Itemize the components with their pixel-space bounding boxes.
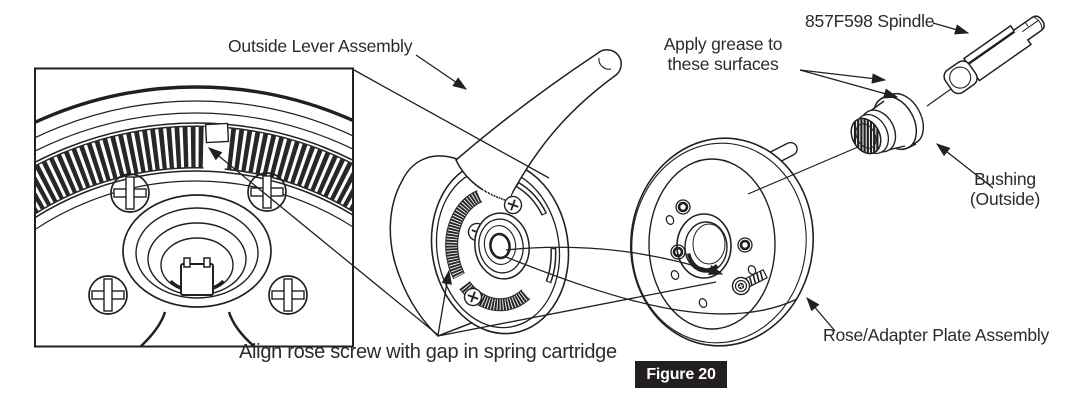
bushing-line2: (Outside)	[969, 189, 1041, 209]
knurl-texture	[853, 116, 879, 156]
assembly-axis-line	[747, 146, 859, 195]
plate-outer-edge	[629, 137, 815, 347]
inset-projection-line-top	[353, 69, 550, 179]
grease-arrow-1	[799, 69, 887, 84]
rose-adapter-plate-drawing	[629, 137, 815, 347]
plate-face	[648, 158, 776, 330]
apply-grease-line1: Apply grease to	[663, 34, 783, 54]
spindle-end-face	[943, 60, 978, 95]
plate-small-holes	[665, 215, 757, 308]
funnel-leg-left	[138, 311, 167, 347]
outside-lever-assembly-drawing	[389, 49, 622, 337]
bushing-label-arrow	[935, 143, 994, 189]
hub-to-screw-arrow	[505, 246, 724, 275]
grease-arrow-2	[799, 69, 899, 99]
alignment-leader-lines	[207, 69, 798, 337]
spring-gap-notch	[204, 122, 230, 144]
rose-adapter-label: Rose/Adapter Plate Assembly	[823, 325, 1050, 345]
gap-to-inset-arrow	[207, 147, 439, 336]
apply-grease-line2: these surfaces	[667, 54, 779, 74]
outside-lever-label: Outside Lever Assembly	[228, 36, 413, 56]
inset-border	[34, 67, 354, 348]
rose-screw	[731, 268, 768, 296]
rose-label-arrow	[806, 297, 836, 332]
figure-badge: Figure 20	[635, 361, 727, 388]
handle-tip-highlight	[598, 57, 612, 70]
spindle-axis-line	[926, 88, 952, 107]
spindle-drawing	[943, 15, 1045, 95]
rose-hub	[474, 212, 530, 280]
label-arrows	[415, 22, 994, 332]
gap-to-screw-line	[437, 281, 717, 337]
spring-gap-arrow	[437, 269, 452, 336]
funnel-leg-right	[227, 311, 257, 347]
spindle-label: 857F598 Spindle	[805, 11, 935, 31]
hub-sweep-line	[505, 256, 798, 315]
lever-label-arrow	[415, 54, 468, 90]
bushing-line1: Bushing	[974, 169, 1036, 189]
bushing-label: Bushing (Outside)	[955, 169, 1055, 209]
cartridge-hub	[122, 194, 272, 347]
plate-center-hole	[676, 213, 732, 279]
cartridge-rim-arcs	[34, 85, 354, 232]
plate-rivets	[670, 199, 753, 260]
inset-caption: Align rose screw with gap in spring cart…	[239, 341, 617, 363]
lever-spring-cartridge	[441, 175, 557, 321]
spring-cartridge-inset-drawing	[34, 85, 354, 347]
spindle-label-arrow	[932, 22, 970, 35]
apply-grease-label: Apply grease to these surfaces	[658, 34, 788, 74]
bushing-drawing	[850, 93, 925, 156]
plate-edge-thickness	[631, 142, 807, 344]
